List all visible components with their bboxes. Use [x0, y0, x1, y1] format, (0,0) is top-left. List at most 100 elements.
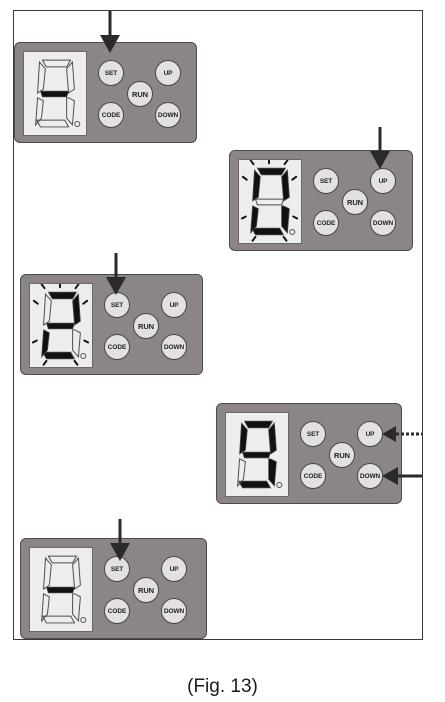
segment-a [41, 59, 72, 68]
segment-c [72, 329, 81, 359]
code-button[interactable]: CODE [104, 598, 130, 624]
blink-ray [240, 215, 247, 220]
left-arrow-icon [382, 467, 422, 485]
dotted-left-arrow-icon [382, 426, 422, 442]
seven-segment-display [29, 547, 93, 632]
down-arrow-icon [106, 253, 126, 295]
seven-segment-display [29, 283, 93, 368]
segment-d [250, 227, 285, 236]
digit-display [41, 555, 87, 624]
up-button[interactable]: UP [161, 556, 187, 582]
blink-ray [283, 160, 289, 166]
set-button[interactable]: SET [104, 556, 130, 582]
down-button[interactable]: DOWN [370, 210, 396, 236]
segment-b [72, 556, 81, 590]
code-button[interactable]: CODE [300, 463, 326, 489]
segment-e [250, 205, 259, 235]
set-button[interactable]: SET [98, 60, 124, 86]
code-button[interactable]: CODE [313, 210, 339, 236]
segment-g [241, 451, 272, 459]
controller-panel-2: SET UP RUN CODE DOWN [229, 150, 413, 251]
down-arrow-icon [100, 11, 120, 53]
segment-g [254, 198, 285, 206]
up-button[interactable]: UP [370, 168, 396, 194]
controller-panel-1: SET UP RUN CODE DOWN [14, 42, 197, 143]
segment-d [35, 119, 70, 128]
digit-display [35, 59, 81, 128]
run-button[interactable]: RUN [133, 577, 159, 603]
segment-b [268, 422, 277, 455]
decimal-point [80, 353, 87, 360]
blink-ray [241, 175, 248, 181]
blink-ray [32, 299, 39, 305]
blink-ray [74, 284, 80, 290]
segment-b [281, 169, 290, 202]
code-button[interactable]: CODE [104, 334, 130, 360]
segment-c [72, 593, 81, 623]
code-button[interactable]: CODE [98, 102, 124, 128]
segment-f [37, 60, 46, 94]
down-button[interactable]: DOWN [357, 463, 383, 489]
up-button[interactable]: UP [161, 292, 187, 318]
run-button[interactable]: RUN [342, 189, 368, 215]
segment-c [66, 97, 75, 127]
down-arrow-icon [370, 127, 390, 169]
segment-f [43, 556, 52, 590]
run-button[interactable]: RUN [127, 81, 153, 107]
segment-a [256, 167, 287, 176]
run-button[interactable]: RUN [133, 313, 159, 339]
blink-ray [292, 215, 299, 220]
set-button[interactable]: SET [300, 421, 326, 447]
digit-display [31, 284, 90, 366]
seven-segment-display [238, 159, 302, 244]
seven-segment-display [225, 412, 289, 497]
down-button[interactable]: DOWN [161, 334, 187, 360]
segment-d [41, 615, 76, 624]
controller-panel-4: SET UP RUN CODE DOWN [216, 403, 402, 504]
figure-caption: (Fig. 13) [187, 676, 258, 697]
figure-frame: SET UP RUN CODE DOWN SET UP RUN CODE DOW… [13, 10, 423, 640]
blink-ray [40, 284, 46, 290]
blink-ray [291, 175, 298, 181]
segment-e [41, 329, 50, 359]
down-arrow-icon [110, 519, 130, 561]
decimal-point [74, 121, 81, 128]
segment-c [268, 458, 277, 487]
blink-ray [82, 299, 89, 305]
blink-ray [31, 339, 38, 344]
up-button[interactable]: UP [357, 421, 383, 447]
blink-ray [249, 160, 255, 166]
segment-e [237, 458, 246, 488]
segment-a [47, 555, 78, 564]
set-button[interactable]: SET [104, 292, 130, 318]
segment-g [39, 90, 70, 98]
segment-f [43, 292, 52, 326]
set-button[interactable]: SET [313, 168, 339, 194]
segment-g [45, 586, 76, 594]
decimal-point [80, 617, 87, 624]
up-button[interactable]: UP [155, 60, 181, 86]
down-button[interactable]: DOWN [161, 598, 187, 624]
segment-c [281, 205, 290, 234]
seven-segment-display [23, 51, 87, 136]
decimal-point [276, 482, 283, 489]
segment-b [66, 60, 75, 94]
segment-f [239, 422, 248, 455]
segment-a [243, 420, 274, 429]
blink-ray [282, 235, 288, 242]
blink-ray [42, 359, 48, 366]
down-button[interactable]: DOWN [155, 102, 181, 128]
controller-panel-5: SET UP RUN CODE DOWN [20, 538, 207, 639]
segment-e [41, 593, 50, 623]
run-button[interactable]: RUN [329, 442, 355, 468]
segment-a [47, 291, 78, 300]
segment-b [72, 293, 81, 326]
controller-panel-3: SET UP RUN CODE DOWN [20, 274, 203, 375]
segment-d [237, 480, 272, 489]
blink-ray [83, 339, 90, 344]
blink-ray [73, 359, 79, 366]
decimal-point [289, 229, 296, 236]
segment-g [45, 322, 76, 330]
segment-f [252, 169, 261, 202]
segment-e [35, 97, 44, 127]
